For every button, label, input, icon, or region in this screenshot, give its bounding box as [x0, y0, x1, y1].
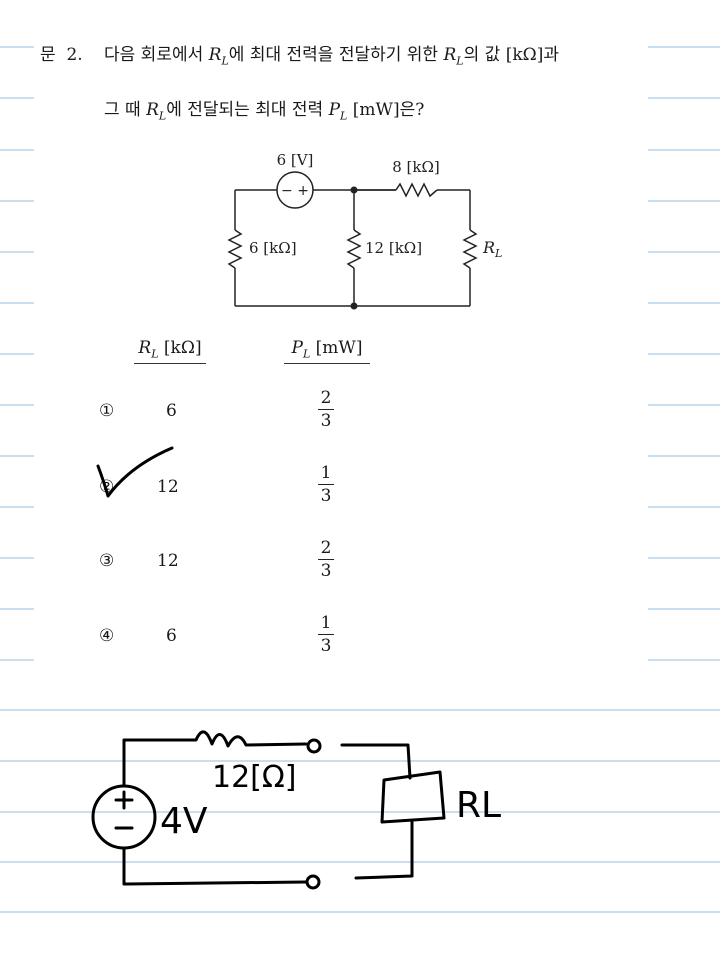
choice-number: ③ [99, 551, 115, 571]
question-text: 에 최대 전력을 전달하기 위한 [228, 45, 444, 65]
math-var: P [328, 100, 341, 120]
check-mark-icon [96, 446, 174, 498]
question-text: [mW]은? [347, 100, 425, 120]
question-line-2: 그 때 RL에 전달되는 최대 전력 PL [mW]은? [104, 95, 424, 122]
question-prefix: 문 [40, 45, 56, 65]
column-header-power: PL [mW] [284, 338, 370, 365]
question-text: 에 전달되는 최대 전력 [166, 100, 329, 120]
choice-resistance: 6 [166, 626, 177, 646]
column-header-resistance: RL [kΩ] [134, 338, 206, 365]
handwritten-resistor-label: 12[Ω] [212, 760, 297, 795]
r-left-label: 6 [kΩ] [249, 239, 297, 257]
handwritten-source-label: 4V [160, 801, 208, 842]
math-sub: L [158, 109, 167, 123]
math-sub: L [456, 54, 464, 68]
question-text: 다음 회로에서 [104, 45, 209, 65]
choice-resistance: 12 [157, 477, 179, 497]
source-polarity: − + [281, 183, 309, 199]
math-sub: L [340, 109, 348, 123]
resistor-8k [395, 182, 438, 198]
junction-node [350, 302, 358, 310]
source-label: 6 [V] [277, 151, 314, 169]
r-series-label: 8 [kΩ] [392, 158, 440, 176]
math-var: R [208, 45, 222, 65]
choice-number: ④ [99, 626, 115, 646]
question-number: 문 2. [40, 40, 83, 65]
question-line-1: 다음 회로에서 RL에 최대 전력을 전달하기 위한 RL의 값 [kΩ]과 [104, 40, 559, 67]
math-sub: L [221, 54, 229, 68]
handwritten-load-label: RL [456, 785, 501, 826]
choice-resistance: 6 [166, 401, 177, 421]
question-index: 2. [66, 45, 83, 65]
r-load-label: RL [482, 238, 502, 260]
resistor-load [462, 229, 478, 269]
resistor-6k [227, 229, 243, 269]
sketch-terminal-bottom [305, 874, 321, 890]
circuit-diagram: − + 6 [V] 8 [kΩ] 6 [kΩ] 12 [kΩ] RL [227, 151, 502, 310]
choice-number: ① [99, 401, 115, 421]
r-mid-label: 12 [kΩ] [365, 239, 422, 257]
math-var: R [146, 100, 159, 120]
voltage-source [276, 171, 314, 209]
math-var: R [443, 45, 457, 65]
question-text: 그 때 [104, 100, 147, 120]
sketch-top-wire [122, 730, 308, 787]
resistor-12k [346, 229, 362, 269]
choice-resistance: 12 [157, 551, 179, 571]
sketch-load-box [380, 770, 446, 824]
junction-node [350, 186, 358, 194]
question-text: 의 값 [kΩ]과 [463, 45, 559, 65]
sketch-terminal-top [306, 738, 322, 754]
